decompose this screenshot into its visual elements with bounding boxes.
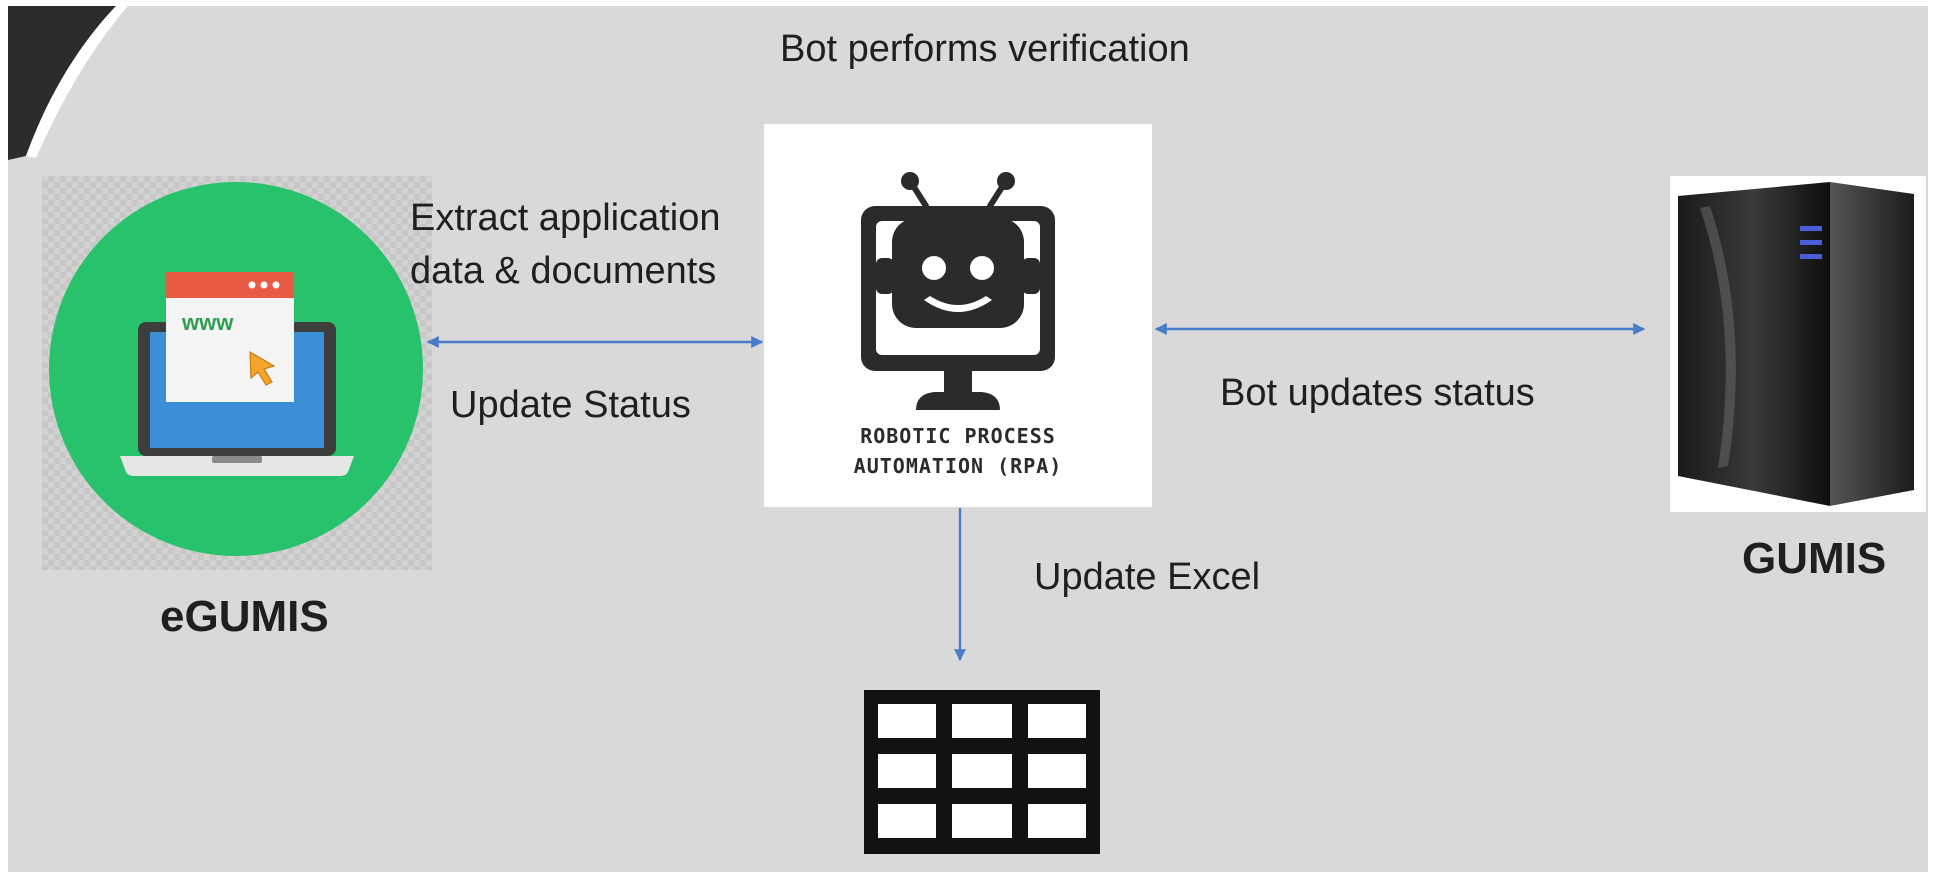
gumis-label: GUMIS xyxy=(1742,534,1887,583)
diagram-title: Bot performs verification xyxy=(780,28,1190,70)
diagram-canvas: Bot performs verification www eGUMIS Ext… xyxy=(8,6,1928,872)
server-tower-icon xyxy=(1678,182,1914,506)
egumis-label: eGUMIS xyxy=(160,592,329,641)
gumis-server-node xyxy=(1670,176,1926,512)
extract-data-label: Extract application data & documents xyxy=(410,192,721,298)
update-excel-label: Update Excel xyxy=(1034,556,1261,598)
spreadsheet-grid-icon xyxy=(864,690,1100,854)
rpa-caption-line2: AUTOMATION (RPA) xyxy=(853,454,1063,478)
extract-data-label-line2: data & documents xyxy=(410,250,717,292)
browser-www-text: www xyxy=(181,310,234,335)
corner-swoosh xyxy=(8,6,128,160)
connector-arrows xyxy=(426,323,1646,662)
bot-updates-status-label: Bot updates status xyxy=(1220,372,1535,414)
robot-monitor-icon xyxy=(861,172,1055,410)
extract-data-label-line1: Extract application xyxy=(410,197,721,239)
rpa-node: ROBOTIC PROCESS AUTOMATION (RPA) xyxy=(764,124,1152,507)
rpa-caption-line1: ROBOTIC PROCESS xyxy=(860,424,1056,448)
laptop-browser-icon: www xyxy=(49,182,423,556)
update-status-label: Update Status xyxy=(450,384,691,426)
